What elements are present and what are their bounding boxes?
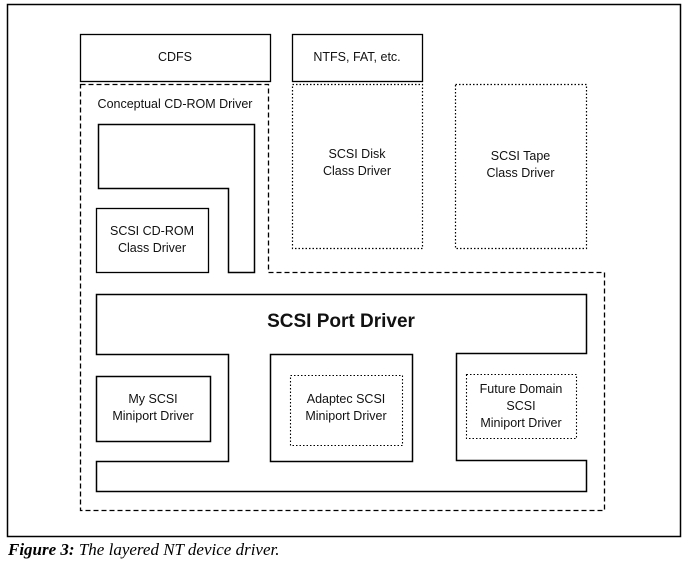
my-miniport-line2: Miniport Driver [112,409,194,423]
conceptual-cdrom-region [79,83,606,512]
scsi-tape-class-line1: SCSI Tape [490,149,551,163]
figure-label: Figure 3: [8,540,75,559]
future-domain-miniport-label: Future Domain SCSI Miniport Driver [466,381,576,432]
scsi-disk-class-line1: SCSI Disk [328,147,386,161]
conceptual-cdrom-label: Conceptual CD-ROM Driver [97,97,253,111]
scsi-tape-class-box [454,83,588,250]
future-domain-miniport-line3: Miniport Driver [480,416,562,430]
my-miniport-label: My SCSI Miniport Driver [96,391,210,425]
scsi-port-driver-label: SCSI Port Driver [267,311,415,332]
scsi-disk-class-line2: Class Driver [322,164,392,178]
scsi-cdrom-class-line1: SCSI CD-ROM [109,224,195,238]
my-miniport-line1: My SCSI [128,392,178,406]
my-miniport-box [95,375,212,443]
ntfs-box [291,33,424,83]
adaptec-miniport-line2: Miniport Driver [305,409,387,423]
outer-frame [6,3,682,538]
scsi-cdrom-class-label: SCSI CD-ROM Class Driver [96,223,208,257]
figure-caption: Figure 3: The layered NT device driver. [8,540,280,560]
scsi-tape-class-label: SCSI Tape Class Driver [455,148,586,182]
scsi-port-driver-shape [95,293,588,493]
adaptec-miniport-line1: Adaptec SCSI [306,392,386,406]
scsi-tape-class-line2: Class Driver [486,166,555,180]
cdrom-l-shape [97,123,256,274]
scsi-cdrom-class-box [95,207,210,274]
cdfs-box [79,33,272,83]
cdfs-label: CDFS [157,50,193,64]
future-domain-miniport-box [465,373,578,440]
scsi-disk-class-label: SCSI Disk Class Driver [292,146,422,180]
scsi-cdrom-class-line2: Class Driver [117,241,187,255]
adaptec-miniport-label: Adaptec SCSI Miniport Driver [290,391,402,425]
port-middle-block [269,353,414,463]
future-domain-miniport-line2: SCSI [506,399,536,413]
figure-caption-text: The layered NT device driver. [78,540,280,559]
future-domain-miniport-line1: Future Domain [479,382,563,396]
adaptec-miniport-box [289,374,404,447]
ntfs-label: NTFS, FAT, etc. [313,50,401,64]
